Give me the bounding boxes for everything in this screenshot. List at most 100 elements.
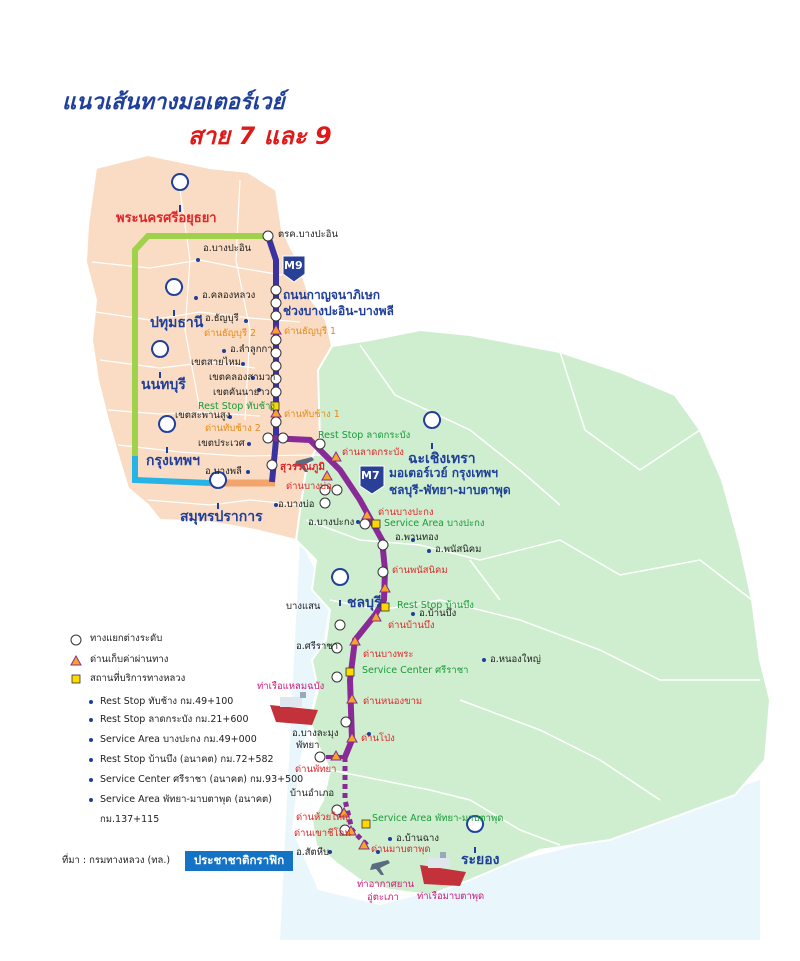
m7-future	[342, 757, 370, 848]
interchange	[340, 716, 352, 728]
place-bang-pa-in-junction: ตรค.บางปะอิน	[278, 229, 338, 240]
pin-icon	[466, 815, 484, 853]
pin-icon	[151, 340, 169, 378]
district-label: อ.บ้านบึง	[419, 608, 457, 619]
interchange	[270, 360, 282, 372]
legend-item-km: กม.137+115	[100, 814, 160, 825]
service-label: Rest Stop ทับช้าง	[198, 401, 276, 412]
service-label: Rest Stop บ้านบึง	[397, 600, 474, 611]
toll-label: ด่านโป่ง	[361, 733, 395, 744]
toll-plaza	[330, 749, 342, 761]
service-area	[270, 401, 280, 411]
province-nonthaburi: นนทบุรี	[141, 377, 186, 393]
m9-label: M9	[284, 259, 303, 272]
m9-shield	[282, 255, 306, 283]
toll-plazas	[270, 323, 391, 850]
district-label: เขตสายไหม	[191, 357, 241, 368]
pin-icon	[209, 471, 227, 509]
toll-plaza	[270, 323, 282, 335]
interchange	[270, 347, 282, 359]
legend-item: Service Center ศรีราชา (อนาคต) กม.93+500	[100, 774, 304, 785]
interchange	[277, 432, 289, 444]
legend-item: Rest Stop ลาดกระบัง กม.21+600	[100, 714, 249, 725]
legend-interchange: ทางแยกต่างระดับ	[90, 633, 163, 644]
interchange	[270, 334, 282, 346]
toll-plaza	[346, 692, 358, 704]
green-ring	[132, 233, 268, 458]
province-pathum-thani: ปทุมธานี	[150, 315, 204, 331]
district-label: อ.บางปะอิน	[203, 243, 252, 254]
cyan-ring	[132, 456, 211, 486]
interchange	[270, 297, 282, 309]
interchange	[331, 804, 343, 816]
district-label: อ.บางละมุง	[292, 728, 339, 739]
airplane-icon	[370, 860, 390, 875]
coast-glow	[280, 540, 760, 940]
district-label: อ.ธัญบุรี	[205, 313, 239, 324]
district-label: พัทยา	[296, 740, 320, 751]
pin-icon	[423, 411, 441, 449]
service-area	[361, 819, 371, 829]
district-label: อ.ลำลูกกา	[230, 344, 273, 355]
district-label: เขตคลองสามวา	[209, 372, 276, 383]
toll-plaza	[330, 450, 342, 462]
district-dots	[194, 258, 486, 854]
m7-label: M7	[361, 469, 380, 482]
toll-label: ด่านลาดกระบัง	[342, 447, 404, 458]
place-m7-line1: มอเตอร์เวย์ กรุงเทพฯ	[389, 466, 498, 480]
place-map-ta-phut-port: ท่าเรือมาบตาพุด	[417, 891, 485, 902]
toll-plaza	[361, 508, 373, 520]
interchange	[331, 484, 343, 496]
pin-icon	[158, 415, 176, 453]
toll-label: ด่านห้วยใหญ่	[296, 812, 351, 823]
district-label: เขตคันนายาว	[213, 387, 270, 398]
district-label: อ.บางบ่อ	[278, 499, 315, 510]
interchange	[359, 518, 371, 530]
interchange	[266, 459, 278, 471]
province-rayong: ระยอง	[461, 852, 500, 868]
district-label: อ.พานทอง	[395, 532, 439, 543]
place-m7-line2: ชลบุรี-พัทยา-มาบตาพุด	[389, 483, 511, 497]
service-label: Rest Stop ลาดกระบัง	[318, 430, 411, 441]
interchanges	[262, 230, 389, 836]
legend-interchange-symbol	[70, 634, 82, 646]
province-chachoengsao: ฉะเชิงเทรา	[408, 451, 476, 467]
east-region	[294, 328, 772, 897]
interchange	[331, 642, 343, 654]
interchange	[319, 484, 331, 496]
legend-toll: ด่านเก็บค่าผ่านทาง	[90, 654, 169, 665]
toll-label: ด่านเขาชีโอน	[294, 828, 351, 839]
interchange	[334, 619, 346, 631]
toll-label: ด่านบางพระ	[363, 649, 414, 660]
pin-icon	[165, 278, 183, 316]
toll-label: ด่านบ้านบึง	[388, 620, 435, 631]
toll-label: ด่านหนองขาม	[363, 696, 423, 707]
source-note: ที่มา : กรมทางหลวง (ทล.)	[62, 855, 171, 866]
service-label: Service Center ศรีราชา	[362, 665, 469, 676]
service-label: Service Area พัทยา-มาบตาพุด	[372, 813, 504, 824]
service-area	[380, 602, 390, 612]
toll-label: ด่านธัญบุรี 2	[204, 328, 257, 339]
toll-label: ด่านบางบ่อ	[286, 481, 332, 492]
toll-plaza	[338, 806, 350, 818]
interchange	[314, 751, 326, 763]
toll-plaza	[321, 469, 333, 481]
legend-item: Service Area บางปะกง กม.49+000	[100, 734, 257, 745]
toll-label: ด่านพัทยา	[295, 764, 337, 775]
district-label: บางแสน	[286, 601, 321, 612]
map-title: แนวเส้นทางมอเตอร์เวย์	[62, 90, 285, 115]
district-label: อ.หนองใหญ่	[490, 654, 541, 665]
province-ayutthaya: พระนครศรีอยุธยา	[116, 211, 217, 226]
toll-plaza	[270, 406, 282, 418]
pin-icon	[171, 173, 189, 212]
ship-icon	[270, 692, 318, 725]
service-area	[345, 667, 355, 677]
place-u-taphao-airport: ท่าอากาศยาน	[357, 879, 415, 890]
interchange	[331, 671, 343, 683]
district-label: อ.บางปะกง	[308, 517, 355, 528]
legend-item: Service Area พัทยา-มาบตาพุด (อนาคต)	[100, 794, 272, 805]
place-kanchanaphisek: ถนนกาญจนาภิเษก	[283, 288, 381, 302]
legend-service: สถานที่บริการทางหลวง	[90, 673, 186, 684]
toll-label: ด่านทับช้าง 2	[205, 423, 261, 434]
